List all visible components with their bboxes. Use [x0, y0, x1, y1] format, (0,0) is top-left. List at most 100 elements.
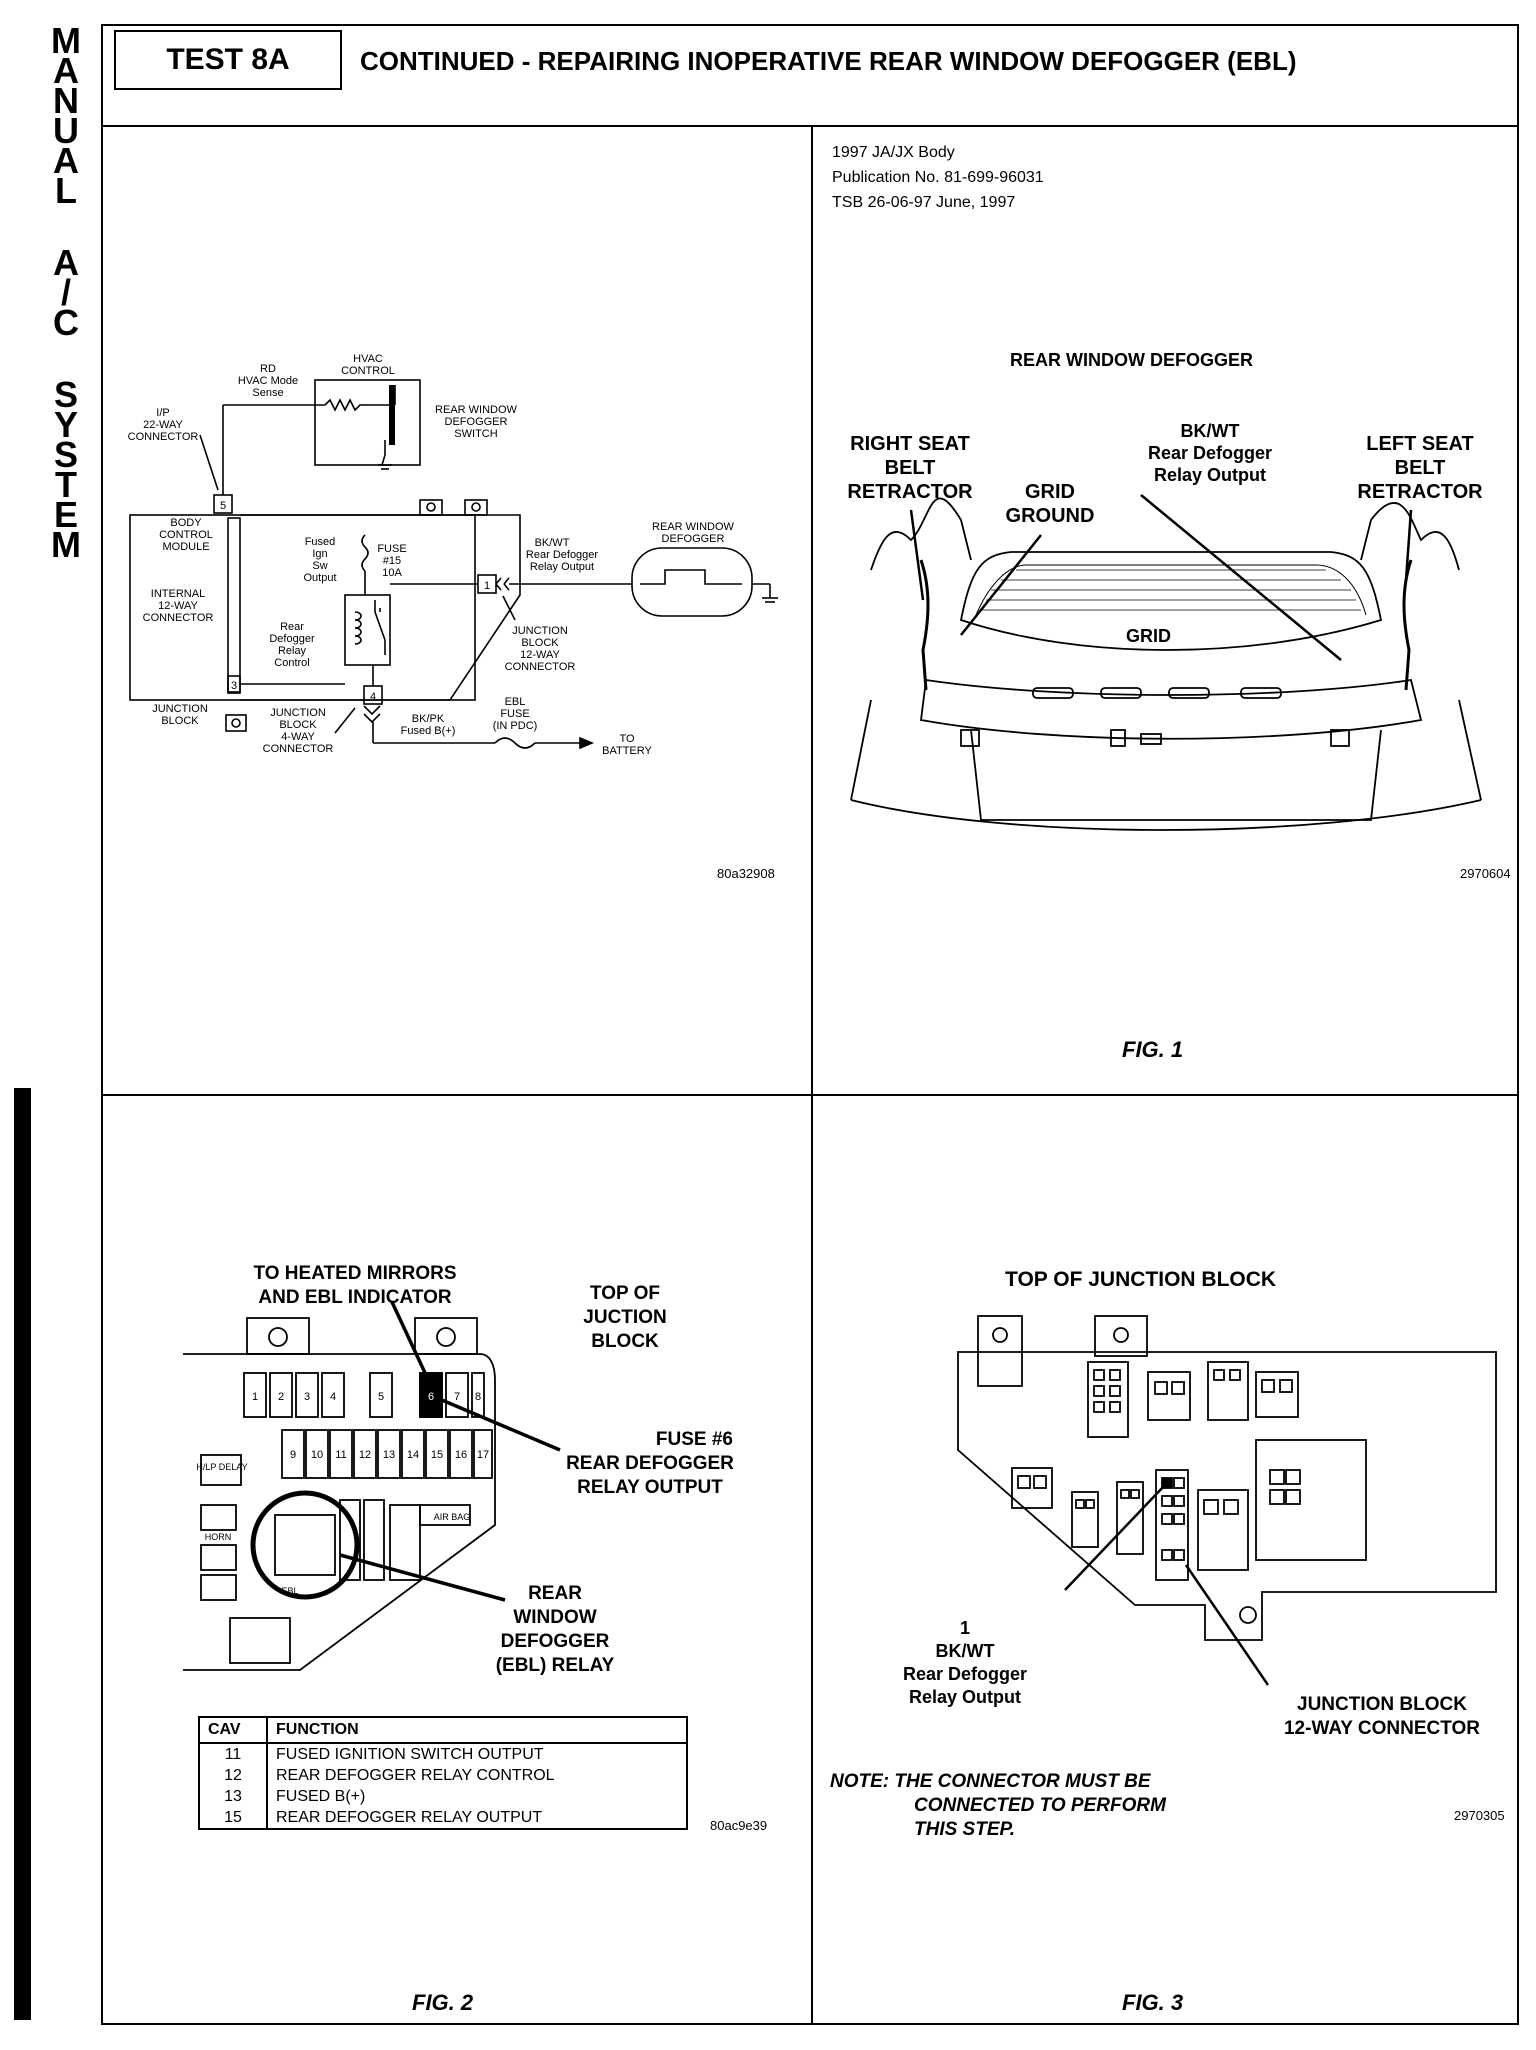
component-label: HORN	[205, 1532, 232, 1542]
diagram-label: EBL	[505, 696, 526, 708]
diagram-label: CONTROL	[341, 365, 395, 377]
mount-tab	[1094, 1315, 1148, 1357]
svg-text:Output: Output	[303, 572, 336, 584]
fig3-junction-block	[957, 1315, 1497, 1686]
svg-text:CONNECTOR: CONNECTOR	[505, 661, 576, 673]
table-cell: 11	[198, 1743, 268, 1765]
fuse-number: 14	[407, 1449, 419, 1461]
svg-text:1: 1	[252, 1391, 258, 1403]
diagram-label: 22-WAY	[143, 419, 183, 431]
fuse-number: 1	[252, 1391, 258, 1403]
diagram-label: TO	[619, 733, 635, 745]
svg-text:CONNECTOR: CONNECTOR	[143, 612, 214, 624]
svg-text:Fused B(+): Fused B(+)	[401, 725, 456, 737]
fuse-number: 15	[431, 1449, 443, 1461]
svg-text:CONNECTOR: CONNECTOR	[128, 431, 199, 443]
svg-text:Defogger: Defogger	[269, 633, 315, 645]
diagram-label: 12-WAY	[520, 649, 560, 661]
svg-text:22-WAY: 22-WAY	[143, 419, 183, 431]
table-cell: REAR DEFOGGER RELAY OUTPUT	[266, 1807, 688, 1830]
svg-text:Relay Output: Relay Output	[530, 561, 594, 573]
svg-text:6: 6	[428, 1391, 434, 1403]
bkwt-connector	[1155, 1469, 1189, 1581]
fig2-code: 80ac9e39	[710, 1818, 768, 1833]
diagram-label: SWITCH	[454, 428, 497, 440]
side-letter: M	[51, 20, 81, 61]
diagram-label: JUNCTION	[270, 707, 326, 719]
rear-window-illustration	[850, 494, 1482, 831]
svg-text:12-WAY: 12-WAY	[158, 600, 198, 612]
svg-text:JUNCTION: JUNCTION	[152, 703, 208, 715]
diagram-label: 12-WAY	[158, 600, 198, 612]
mount-tab	[977, 1315, 1023, 1387]
junction-block-top-view: 1 2 3 4 5 6 7 8 9 10 11 12 13 14 15 16 1…	[183, 1301, 561, 1671]
diagram-label: #15	[383, 555, 401, 567]
table-row: 11 FUSED IGNITION SWITCH OUTPUT	[198, 1743, 688, 1765]
side-letter: /	[60, 272, 71, 313]
diagram-code: 80a32908	[717, 866, 775, 881]
side-bar	[14, 1088, 31, 2020]
svg-text:HVAC: HVAC	[353, 353, 383, 365]
svg-text:INTERNAL: INTERNAL	[151, 588, 205, 600]
fuse-number: 4	[330, 1391, 336, 1403]
svg-text:3: 3	[304, 1391, 310, 1403]
svg-text:DEFOGGER: DEFOGGER	[445, 416, 508, 428]
svg-text:REAR WINDOW: REAR WINDOW	[652, 521, 735, 533]
table-cell: 13	[198, 1786, 268, 1807]
svg-text:4: 4	[330, 1391, 336, 1403]
diagram-label: CONNECTOR	[505, 661, 576, 673]
diagram-label: REAR WINDOW	[652, 521, 735, 533]
wiring-diagram: I/P 22-WAY CONNECTOR RD HVAC Mode Sense …	[128, 353, 778, 757]
table-header-row: CAV FUNCTION	[198, 1716, 688, 1744]
fuse-15	[361, 534, 369, 572]
diagram-label: CONTROL	[159, 529, 213, 541]
fuse-number: 11	[335, 1449, 346, 1461]
rear-window-glass	[959, 551, 1383, 651]
relay-highlight-circle	[250, 1490, 360, 1600]
diagram-label: DEFOGGER	[445, 416, 508, 428]
fig3-label: FIG. 3	[1122, 1990, 1184, 2015]
fuse-number: 2	[278, 1391, 284, 1403]
fig3-code: 2970305	[1454, 1808, 1505, 1823]
fuse-number: 16	[455, 1449, 467, 1461]
fuse-number: 9	[290, 1449, 296, 1461]
diagram-label: I/P	[156, 407, 169, 419]
side-letter: A	[53, 140, 79, 181]
diagram-label: CONNECTOR	[263, 743, 334, 755]
fuse-number: 13	[383, 1449, 395, 1461]
svg-text:I/P: I/P	[156, 407, 169, 419]
svg-text:AIR BAG: AIR BAG	[434, 1512, 471, 1522]
svg-text:1: 1	[484, 580, 490, 592]
svg-text:12: 12	[359, 1449, 371, 1461]
publication-info: 1997 JA/JX Body Publication No. 81-699-9…	[832, 140, 1044, 215]
diagram-label: DEFOGGER	[662, 533, 725, 545]
diagram-label: BK/PK	[412, 713, 445, 725]
side-letter: S	[53, 434, 78, 475]
hvac-control-box	[314, 379, 421, 466]
side-letter: Y	[53, 404, 78, 445]
diagram-label: Relay Output	[530, 561, 594, 573]
cav-function-table: CAV FUNCTION 11 FUSED IGNITION SWITCH OU…	[198, 1716, 688, 1830]
fig1-title: REAR WINDOW DEFOGGER	[1010, 350, 1253, 370]
table-row: 13 FUSED B(+)	[198, 1786, 688, 1807]
note-line: NOTE: THE CONNECTOR MUST BE	[830, 1771, 1151, 1792]
svg-text:5: 5	[378, 1391, 384, 1403]
svg-text:13: 13	[383, 1449, 395, 1461]
fuse-number: 3	[304, 1391, 310, 1403]
diagram-label: (IN PDC)	[493, 720, 538, 732]
svg-text:10: 10	[311, 1449, 323, 1461]
divider	[101, 125, 1519, 127]
svg-text:Rear: Rear	[280, 621, 304, 633]
diagram-label: INTERNAL	[151, 588, 205, 600]
table-cell: 15	[198, 1807, 268, 1830]
c-pillar-right	[870, 497, 972, 571]
svg-text:#15: #15	[383, 555, 401, 567]
side-letter: U	[53, 110, 79, 151]
table-cell: FUSED B(+)	[266, 1786, 688, 1807]
svg-text:REAR WINDOW: REAR WINDOW	[435, 404, 518, 416]
fig3-title: TOP OF JUNCTION BLOCK	[1005, 1268, 1277, 1291]
svg-text:BLOCK: BLOCK	[521, 637, 559, 649]
